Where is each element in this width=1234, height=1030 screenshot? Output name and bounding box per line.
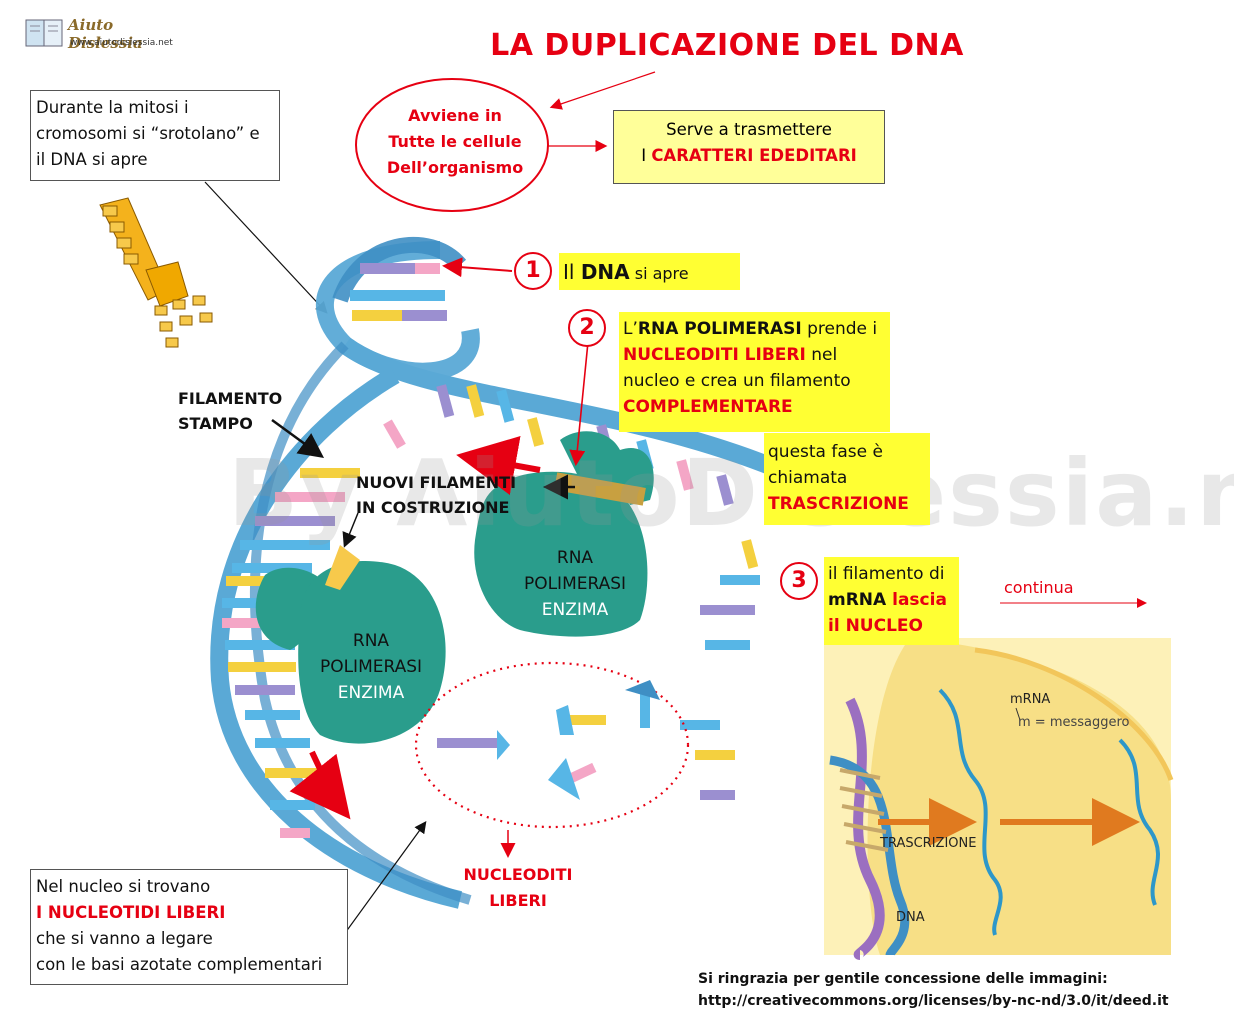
serve-line: Serve a trasmettere — [666, 120, 832, 139]
page-title: LA DUPLICAZIONE DEL DNA — [490, 28, 964, 63]
filamento-line: FILAMENTO — [178, 389, 283, 408]
step-2-l1-pre: L’ — [623, 319, 638, 339]
bottom-line: Nel nucleo si trovano — [36, 877, 211, 896]
book-icon — [25, 19, 63, 47]
filamento-stampo-label: FILAMENTO STAMPO — [178, 386, 282, 436]
free-nucleotides — [437, 680, 660, 800]
credits-line: http://creativecommons.org/licenses/by-n… — [698, 993, 1169, 1009]
dna-helix — [210, 236, 784, 909]
nucleo-line: LIBERI — [489, 891, 547, 910]
bottom-line: che si vanno a legare — [36, 929, 213, 948]
intro-line: cromosomi si “srotolano” e — [36, 124, 260, 143]
fase-line: TRASCRIZIONE — [768, 494, 909, 514]
nucleotidi-liberi-label: NUCLEODITI LIBERI — [448, 862, 588, 914]
enzyme-line: ENZIMA — [541, 600, 609, 620]
step-3-note: il filamento di mRNA lascia il NUCLEO — [824, 557, 959, 645]
step-3-line: il NUCLEO — [828, 616, 923, 636]
nuovi-line: IN COSTRUZIONE — [356, 498, 510, 517]
avviene-line: Avviene in — [408, 106, 502, 125]
bottom-note: Nel nucleo si trovano I NUCLEOTIDI LIBER… — [30, 869, 348, 985]
step-2-line: COMPLEMENTARE — [623, 397, 793, 417]
step-1-note: Il DNA si apre — [559, 253, 740, 290]
nuovi-line: NUOVI FILAMENTI — [356, 473, 517, 492]
bottom-line: I NUCLEOTIDI LIBERI — [36, 903, 226, 922]
enzyme-line: POLIMERASI — [523, 574, 627, 594]
rna-polymerase-enzyme-left — [255, 545, 446, 744]
serve-note: Serve a trasmettere I CARATTERI EDEDITAR… — [613, 110, 885, 184]
enzyme-right-label: RNA POLIMERASI ENZIMA — [500, 545, 650, 623]
filamento-line: STAMPO — [178, 414, 253, 433]
serve-highlight: CARATTERI EDEDITARI — [651, 146, 857, 165]
transcription-inset — [824, 638, 1174, 960]
intro-line: Durante la mitosi i — [36, 98, 189, 117]
step-2-note: L’RNA POLIMERASI prende i NUCLEODITI LIB… — [619, 312, 890, 432]
step-3-line: mRNA lascia — [828, 587, 955, 613]
step-1-post: si apre — [629, 264, 689, 283]
step-3-l2-red: lascia — [886, 590, 947, 610]
enzyme-line: ENZIMA — [337, 683, 405, 703]
logo-brand: Aiuto Dislessia — [68, 16, 143, 52]
serve-line2: I CARATTERI EDEDITARI — [614, 143, 884, 169]
step-number-3: 3 — [780, 562, 818, 600]
base-pairs-top — [350, 263, 759, 569]
bottom-line: con le basi azotate complementari — [36, 955, 323, 974]
inset-mrna-label: mRNA — [1010, 692, 1051, 707]
fase-line: questa fase è — [768, 442, 883, 462]
step-2-l2-post: nel — [805, 345, 838, 365]
inset-messaggero-label: m = messaggero — [1018, 715, 1130, 730]
credits-line: Si ringrazia per gentile concessione del… — [698, 971, 1108, 987]
serve-prefix: I — [641, 146, 652, 165]
step-1-bold: DNA — [580, 260, 630, 284]
step-2-line: L’RNA POLIMERASI prende i — [623, 316, 886, 342]
logo: Aiuto Dislessia www.aiutodislessia.net — [24, 14, 184, 54]
fase-line: chiamata — [768, 468, 848, 488]
credits: Si ringrazia per gentile concessione del… — [698, 968, 1169, 1012]
step-2-l2-red: NUCLEODITI LIBERI — [623, 345, 806, 365]
avviene-line: Dell’organismo — [386, 158, 524, 177]
fase-note: questa fase è chiamata TRASCRIZIONE — [764, 433, 930, 525]
step-2-l1-post: prende i — [801, 319, 878, 339]
step-2-line: nucleo e crea un filamento — [623, 371, 851, 391]
continua-label: continua — [1004, 578, 1074, 597]
step-3-l2-bold: mRNA — [828, 590, 887, 610]
avviene-note: Avviene in Tutte le cellule Dell’organis… — [360, 103, 550, 181]
intro-note: Durante la mitosi i cromosomi si “srotol… — [30, 90, 280, 181]
step-2-l1-bold: RNA POLIMERASI — [637, 319, 802, 339]
intro-line: il DNA si apre — [36, 150, 148, 169]
enzyme-left-label: RNA POLIMERASI ENZIMA — [296, 628, 446, 706]
step-3-line: il filamento di — [828, 564, 945, 584]
logo-url: www.aiutodislessia.net — [70, 38, 173, 48]
step-number-2: 2 — [568, 309, 606, 347]
step-number-1: 1 — [514, 252, 552, 290]
nuovi-filamenti-label: NUOVI FILAMENTI IN COSTRUZIONE — [356, 470, 516, 520]
zipper-icon — [99, 197, 213, 348]
nucleo-line: NUCLEODITI — [463, 865, 573, 884]
base-pairs-ladder — [222, 468, 760, 838]
avviene-line: Tutte le cellule — [388, 132, 522, 151]
enzyme-line: RNA — [556, 548, 594, 568]
enzyme-line: RNA — [352, 631, 390, 651]
inset-trascrizione-label: TRASCRIZIONE — [880, 836, 977, 851]
step-1-pre: Il — [563, 260, 581, 284]
inset-dna-label: DNA — [896, 910, 925, 925]
step-2-line: NUCLEODITI LIBERI nel — [623, 342, 886, 368]
enzyme-line: POLIMERASI — [319, 657, 423, 677]
